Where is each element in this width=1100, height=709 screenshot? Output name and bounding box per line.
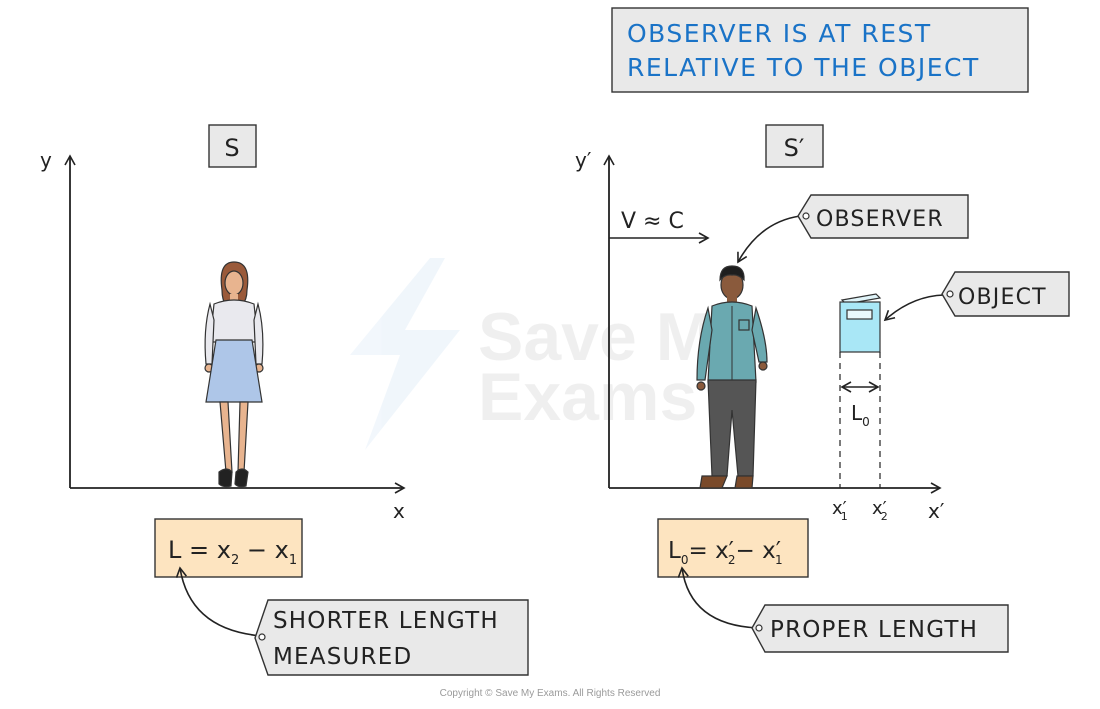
frame-s-tag bbox=[254, 599, 529, 676]
frame-s-prime-tag bbox=[751, 604, 1009, 653]
frame-s-pointer bbox=[175, 566, 263, 637]
frame-s-prime-x-label: x′ bbox=[928, 499, 945, 523]
frame-s: S y x L = x2 − x1 bbox=[40, 124, 529, 676]
proper-length-label: L0 bbox=[851, 401, 870, 429]
frame-s-prime-pointer bbox=[677, 566, 759, 629]
frame-s-tag-line1: SHORTER LENGTH bbox=[273, 608, 499, 634]
woman-figure bbox=[204, 261, 264, 488]
observer-tag bbox=[797, 194, 969, 239]
frame-s-label: S bbox=[224, 134, 239, 162]
frame-s-equation: L = x2 − x1 bbox=[168, 536, 297, 568]
frame-s-prime-label-box bbox=[765, 124, 824, 168]
man-figure bbox=[696, 265, 768, 489]
copyright-notice: Copyright © Save My Exams. All Rights Re… bbox=[439, 688, 661, 699]
frame-s-tag-line2: MEASURED bbox=[273, 644, 412, 670]
frame-s-prime: S′ y′ x′ V ≈ C OBSERVER bbox=[575, 124, 1070, 653]
observer-pointer bbox=[737, 215, 801, 264]
watermark: Save My Exams bbox=[350, 258, 750, 450]
tick-x1-label: x′1 bbox=[832, 498, 848, 523]
frame-s-prime-y-label: y′ bbox=[575, 148, 592, 172]
header-line1: OBSERVER IS AT REST bbox=[627, 19, 932, 48]
header-line2: RELATIVE TO THE OBJECT bbox=[627, 53, 980, 82]
object-tag bbox=[941, 271, 1070, 317]
frame-s-prime-equation: L0= x′2− x′1 bbox=[668, 538, 783, 567]
frame-s-y-label: y bbox=[40, 148, 52, 172]
object-pointer bbox=[883, 294, 945, 322]
observer-tag-text: OBSERVER bbox=[816, 207, 944, 232]
frame-s-prime-tag-text: PROPER LENGTH bbox=[770, 617, 978, 643]
tick-x2-label: x′2 bbox=[872, 498, 888, 523]
watermark-line2: Exams bbox=[478, 359, 697, 435]
book-object bbox=[839, 293, 882, 353]
object-tag-text: OBJECT bbox=[958, 285, 1047, 310]
frame-s-label-box bbox=[208, 124, 257, 168]
header-box: OBSERVER IS AT REST RELATIVE TO THE OBJE… bbox=[611, 7, 1029, 93]
frame-s-x-label: x bbox=[393, 499, 405, 523]
frame-s-prime-label: S′ bbox=[784, 134, 805, 162]
velocity-label: V ≈ C bbox=[621, 209, 684, 234]
